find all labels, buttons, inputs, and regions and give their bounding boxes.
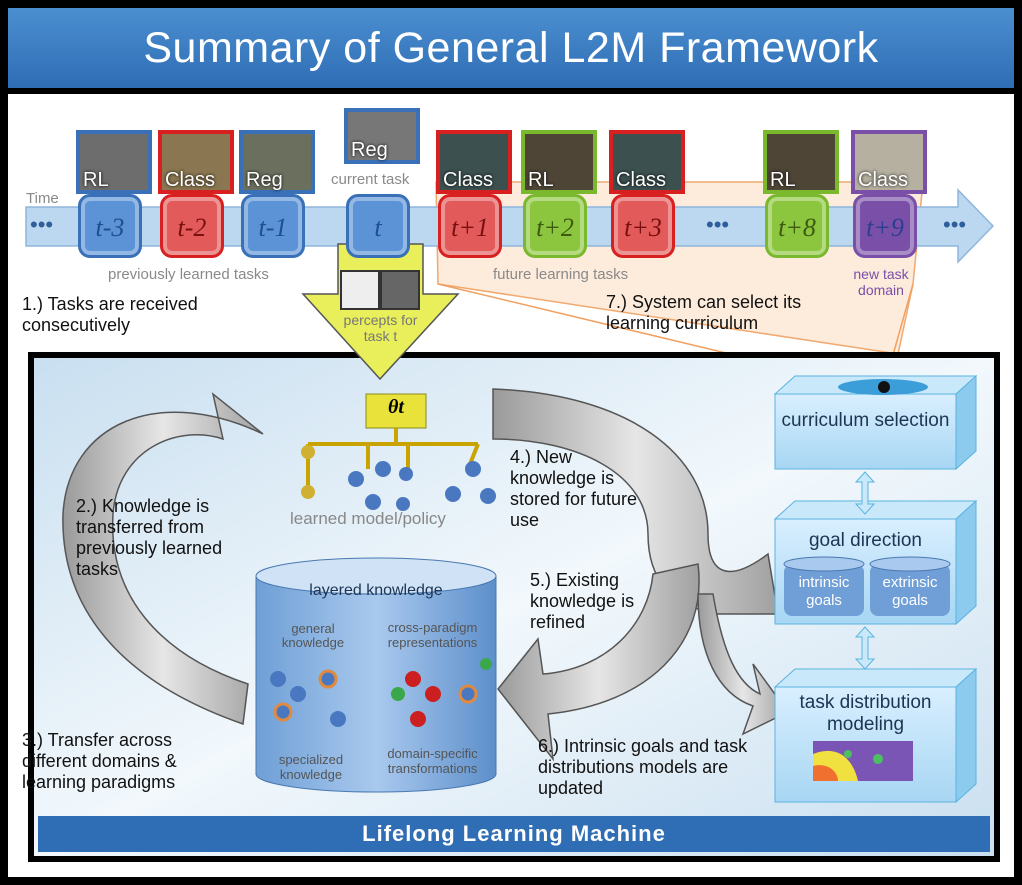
transfer-arrow (62, 392, 264, 726)
step-3: 3.) Transfer across different domains & … (22, 730, 177, 792)
learned-model-label: learned model/policy (290, 509, 446, 528)
general-knowledge-label: general knowledge (281, 621, 345, 650)
knowledge-nodes (270, 658, 492, 727)
time-label: Time (26, 190, 59, 207)
current-task-label: current task (331, 171, 410, 188)
task-thumbnail: Reg (239, 130, 315, 194)
task-thumbnail: Class (609, 130, 685, 194)
step-7: 7.) System can select its learning curri… (606, 292, 802, 333)
curriculum-selection-label: curriculum selection (781, 410, 950, 431)
ellipsis-left: ••• (30, 212, 54, 237)
task-box: t (346, 194, 410, 258)
task-distribution-label: task distribution modeling (799, 692, 932, 735)
extrinsic-goals-label: extrinsic goals (882, 574, 938, 609)
model-nodes (301, 445, 496, 511)
cross-paradigm-label: cross-paradigm representations (387, 620, 478, 650)
diagram-shapes (25, 181, 1000, 862)
ellipsis-right: ••• (943, 212, 967, 237)
task-thumbnail: Class (158, 130, 234, 194)
step-2: 2.) Knowledge is transferred from previo… (76, 496, 223, 579)
task-box: t+2 (523, 194, 587, 258)
double-arrows (854, 471, 876, 670)
task-type-label: RL (83, 169, 109, 191)
task-type-label: Class (165, 169, 216, 191)
curriculum-box (773, 374, 978, 471)
step-6: 6.) Intrinsic goals and task distributio… (538, 736, 748, 798)
diagram-canvas: RL t-3 Class t-2 Reg t-1 Reg t Class t+1 RL t+2 Clas… (8, 94, 1014, 877)
task-type-label: RL (770, 169, 796, 191)
task-type-label: Class (616, 169, 667, 191)
intrinsic-cylinder (783, 556, 865, 616)
heatmap (813, 741, 913, 781)
title-bar: Summary of General L2M Framework (8, 8, 1014, 88)
task-box: t+9 (853, 194, 917, 258)
footer-bar (38, 816, 990, 852)
task-thumbnail: RL (76, 130, 152, 194)
percept-image-photo (380, 270, 420, 310)
task-type-label: Reg (246, 169, 283, 191)
task-thumbnail: RL (521, 130, 597, 194)
task-thumbnail: Class (851, 130, 927, 194)
task-box: t-3 (78, 194, 142, 258)
model-graph (306, 428, 480, 489)
task-box: t-2 (160, 194, 224, 258)
task-box: t+3 (611, 194, 675, 258)
task-box: t-1 (241, 194, 305, 258)
update-arrow (697, 593, 790, 736)
task-type-label: Reg (351, 139, 388, 161)
task-type-label: Class (858, 169, 909, 191)
task-type-label: RL (528, 169, 554, 191)
step-1: 1.) Tasks are received consecutively (22, 294, 198, 335)
task-thumbnail: Reg (344, 108, 420, 164)
future-tasks-label: future learning tasks (493, 266, 629, 283)
store-arrow (492, 388, 779, 615)
percept-image-sketch (340, 270, 380, 310)
layered-knowledge-title: layered knowledge (309, 582, 443, 599)
footer-title: Lifelong Learning Machine (362, 821, 666, 846)
task-box: t+8 (765, 194, 829, 258)
extrinsic-cylinder (869, 556, 951, 616)
step-4: 4.) New knowledge is stored for future u… (510, 447, 638, 530)
intrinsic-goals-label: intrinsic goals (798, 574, 850, 609)
specialized-knowledge-label: specialized knowledge (278, 752, 344, 782)
step-5: 5.) Existing knowledge is refined (530, 570, 635, 632)
previously-learned-label: previously learned tasks (108, 266, 269, 283)
theta-label: θt (388, 396, 404, 418)
knowledge-cylinder (255, 576, 497, 793)
ellipsis-middle: ••• (706, 212, 730, 237)
domain-specific-label: domain-specific transformations (387, 746, 478, 776)
task-box: t+1 (438, 194, 502, 258)
goal-direction-label: goal direction (808, 530, 923, 551)
refine-arrow (497, 563, 700, 762)
task-thumbnail: Class (436, 130, 512, 194)
task-thumbnail: RL (763, 130, 839, 194)
page-title: Summary of General L2M Framework (143, 23, 879, 72)
new-task-domain-label: new task domain (853, 266, 909, 298)
task-type-label: Class (443, 169, 494, 191)
percepts-label: percepts for task t (343, 312, 418, 344)
